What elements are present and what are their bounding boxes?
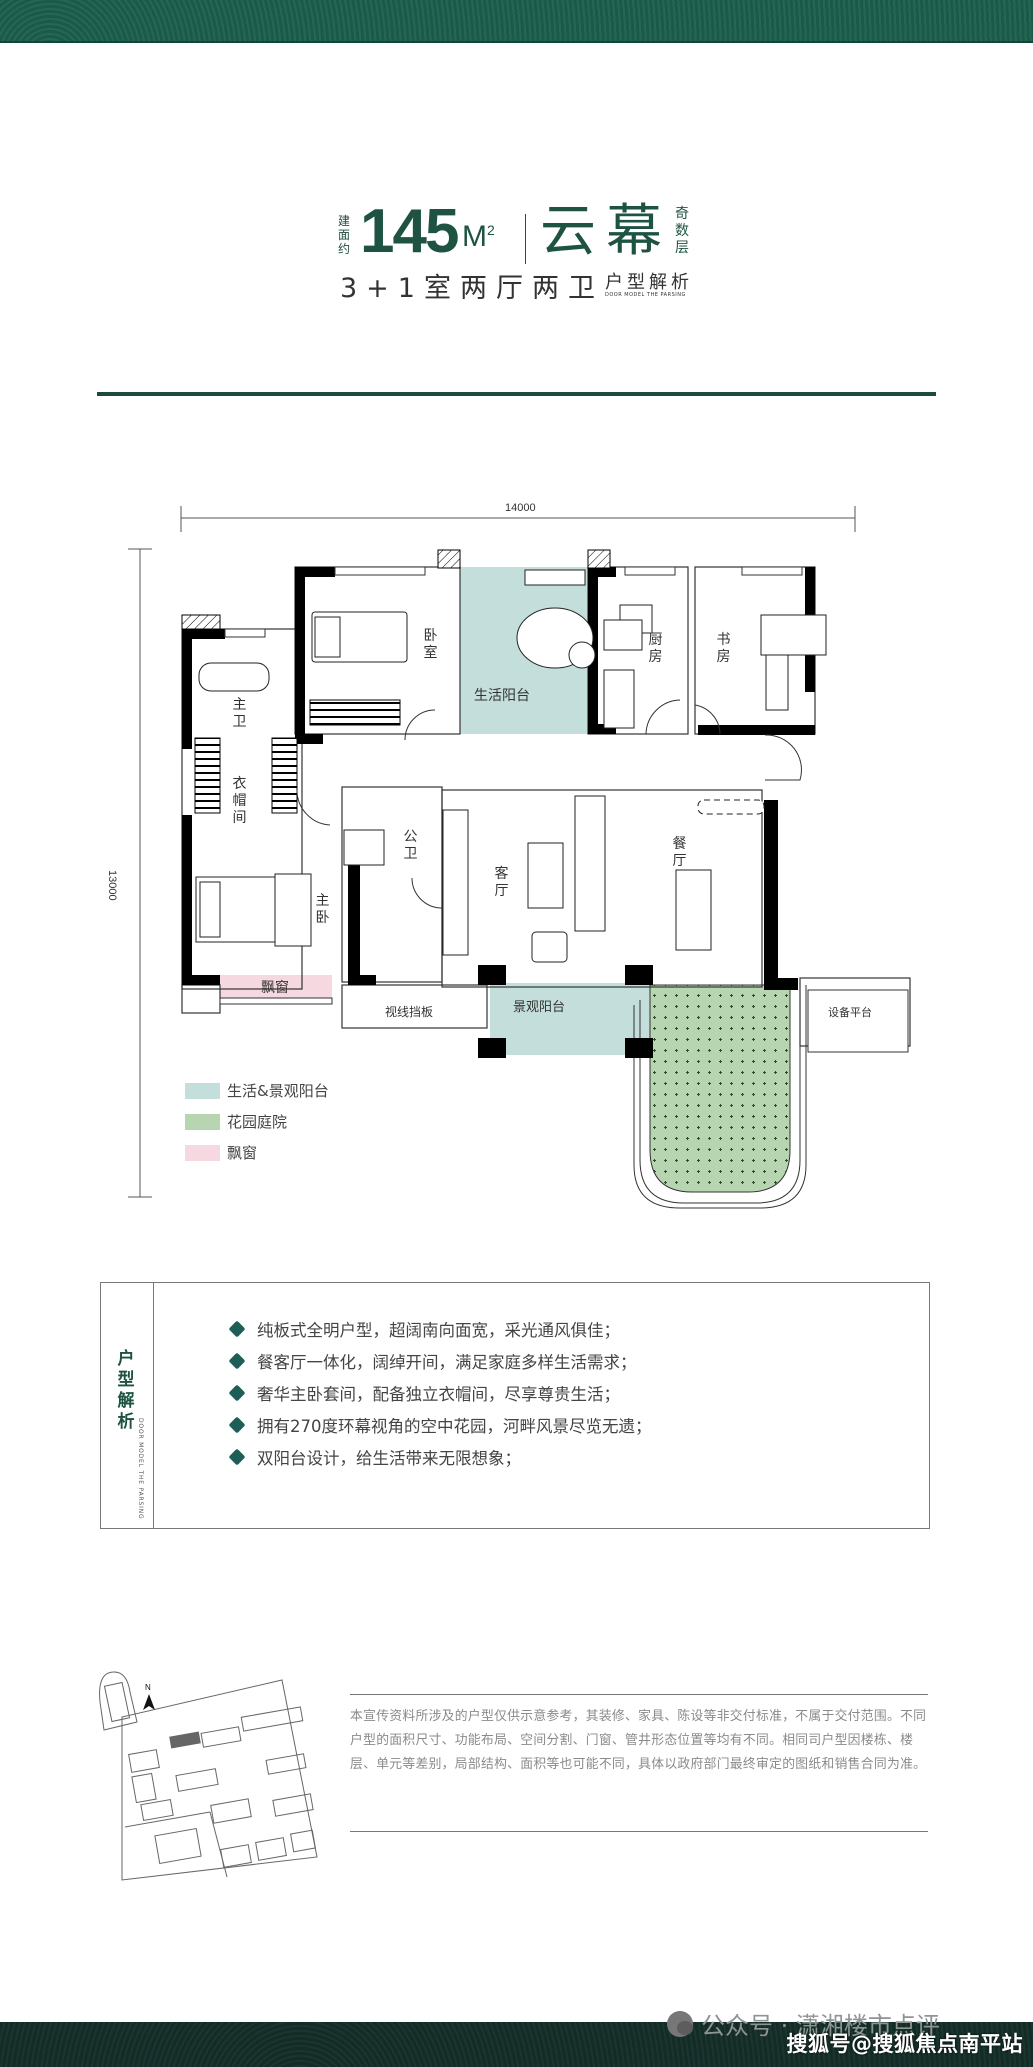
- floor-type: 奇数层: [675, 206, 689, 256]
- legend-item: 花园庭院: [185, 1106, 329, 1137]
- header-divider: [97, 392, 936, 396]
- analysis-box: 户型解析 DOOR MODEL THE PARSING 纯板式全明户型，超阔南向…: [100, 1282, 930, 1529]
- room-study: 书房: [716, 632, 731, 665]
- room-sight-screen: 视线挡板: [385, 1005, 434, 1019]
- legend-label: 花园庭院: [227, 1113, 288, 1131]
- floor-plan-drawing: [128, 506, 911, 1209]
- area-unit: M2: [462, 220, 495, 254]
- disclaimer-rule-bottom: [350, 1831, 928, 1832]
- unit-name: 云幕: [540, 199, 672, 264]
- room-kitchen: 厨房: [648, 632, 663, 665]
- analysis-point: 拥有270度环幕视角的空中花园，河畔风景尽览无遗；: [228, 1409, 652, 1441]
- analysis-point: 纯板式全明户型，超阔南向面宽，采光通风俱佳；: [228, 1313, 652, 1345]
- analysis-point: 餐客厅一体化，阔绰开间，满足家庭多样生活需求；: [228, 1345, 652, 1377]
- wechat-account: 公众号 · 潇湘楼市点评: [667, 2006, 940, 2041]
- width-dimension: 14000: [505, 502, 536, 514]
- diamond-bullet-icon: [228, 1384, 246, 1402]
- legend-item: 飘窗: [185, 1137, 329, 1168]
- legend-swatch-garden: [185, 1113, 220, 1130]
- analysis-point-text: 纯板式全明户型，超阔南向面宽，采光通风俱佳；: [257, 1321, 620, 1340]
- legend-swatch-bay-window: [185, 1144, 220, 1161]
- layout-title: 3+1室两厅两卫: [340, 273, 604, 304]
- disclaimer-text: 本宣传资料所涉及的户型仅供示意参考，其装修、家具、陈设等非交付标准，不属于交付范…: [350, 1709, 927, 1772]
- legend-label: 生活&景观阳台: [227, 1082, 329, 1100]
- site-map-drawing: N: [99, 1671, 318, 1881]
- legend: 生活&景观阳台 花园庭院 飘窗: [185, 1075, 329, 1168]
- depth-dimension: 13000: [106, 870, 118, 901]
- title-divider: [525, 214, 526, 264]
- diamond-bullet-icon: [228, 1448, 246, 1466]
- legend-label: 飘窗: [227, 1144, 258, 1162]
- room-bedroom: 卧室: [423, 628, 438, 661]
- section-title-en: DOOR MODEL THE PARSING: [605, 292, 686, 298]
- site-map: N: [92, 1662, 322, 1882]
- room-walk-in-closet: 衣帽间: [232, 776, 247, 826]
- wechat-label: 公众号 · 潇湘楼市点评: [701, 2012, 940, 2040]
- wechat-icon: [667, 2010, 693, 2037]
- floor-plan: 14000 13000 卧室 生活阳台 厨房 书房 主卫 衣帽间 主卧 公卫 客…: [106, 502, 911, 1209]
- room-bay-window: 飘窗: [261, 980, 289, 996]
- area-prefix: 建面约: [338, 214, 351, 256]
- room-living: 客厅: [494, 866, 509, 899]
- room-master-bedroom: 主卧: [315, 893, 330, 926]
- area-unit-sup: 2: [487, 222, 495, 238]
- section-title: 户型解析: [605, 272, 693, 293]
- north-arrow-icon: N: [145, 1683, 151, 1692]
- analysis-point: 双阳台设计，给生活带来无限想象；: [228, 1441, 652, 1473]
- room-master-bath: 主卫: [232, 697, 247, 730]
- analysis-title: 户型解析: [117, 1349, 135, 1432]
- sohu-watermark: 搜狐号@搜狐焦点南平站: [786, 2032, 1023, 2056]
- disclaimer-rule-top: [350, 1694, 928, 1695]
- analysis-sidebar: 户型解析 DOOR MODEL THE PARSING: [101, 1283, 154, 1528]
- legend-swatch-balcony: [185, 1082, 220, 1099]
- analysis-point-text: 拥有270度环幕视角的空中花园，河畔风景尽览无遗；: [257, 1417, 652, 1436]
- analysis-point: 奢华主卧套间，配备独立衣帽间，尽享尊贵生活；: [228, 1377, 652, 1409]
- area-unit-text: M: [462, 220, 487, 253]
- area-value: 145: [360, 197, 459, 266]
- analysis-points: 纯板式全明户型，超阔南向面宽，采光通风俱佳； 餐客厅一体化，阔绰开间，满足家庭多…: [228, 1313, 652, 1473]
- diamond-bullet-icon: [228, 1320, 246, 1338]
- top-banner: [0, 0, 1033, 43]
- diamond-bullet-icon: [228, 1352, 246, 1370]
- room-public-bath: 公卫: [403, 829, 418, 862]
- analysis-point-text: 餐客厅一体化，阔绰开间，满足家庭多样生活需求；: [257, 1353, 637, 1372]
- room-living-balcony: 生活阳台: [474, 688, 530, 704]
- bottom-banner: [0, 2022, 1033, 2067]
- room-equipment-platform: 设备平台: [828, 1006, 872, 1019]
- diamond-bullet-icon: [228, 1416, 246, 1434]
- room-dining: 餐厅: [672, 836, 687, 869]
- analysis-title-en: DOOR MODEL THE PARSING: [137, 1418, 144, 1520]
- current-building-highlight: [169, 1731, 201, 1749]
- room-view-balcony: 景观阳台: [513, 1000, 566, 1015]
- title-block: 建面约 145 M2 云幕 奇数层 3+1室两厅两卫 户型解析 DOOR MOD…: [330, 196, 730, 304]
- analysis-point-text: 双阳台设计，给生活带来无限想象；: [257, 1449, 521, 1468]
- legend-item: 生活&景观阳台: [185, 1075, 329, 1106]
- analysis-point-text: 奢华主卧套间，配备独立衣帽间，尽享尊贵生活；: [257, 1385, 620, 1404]
